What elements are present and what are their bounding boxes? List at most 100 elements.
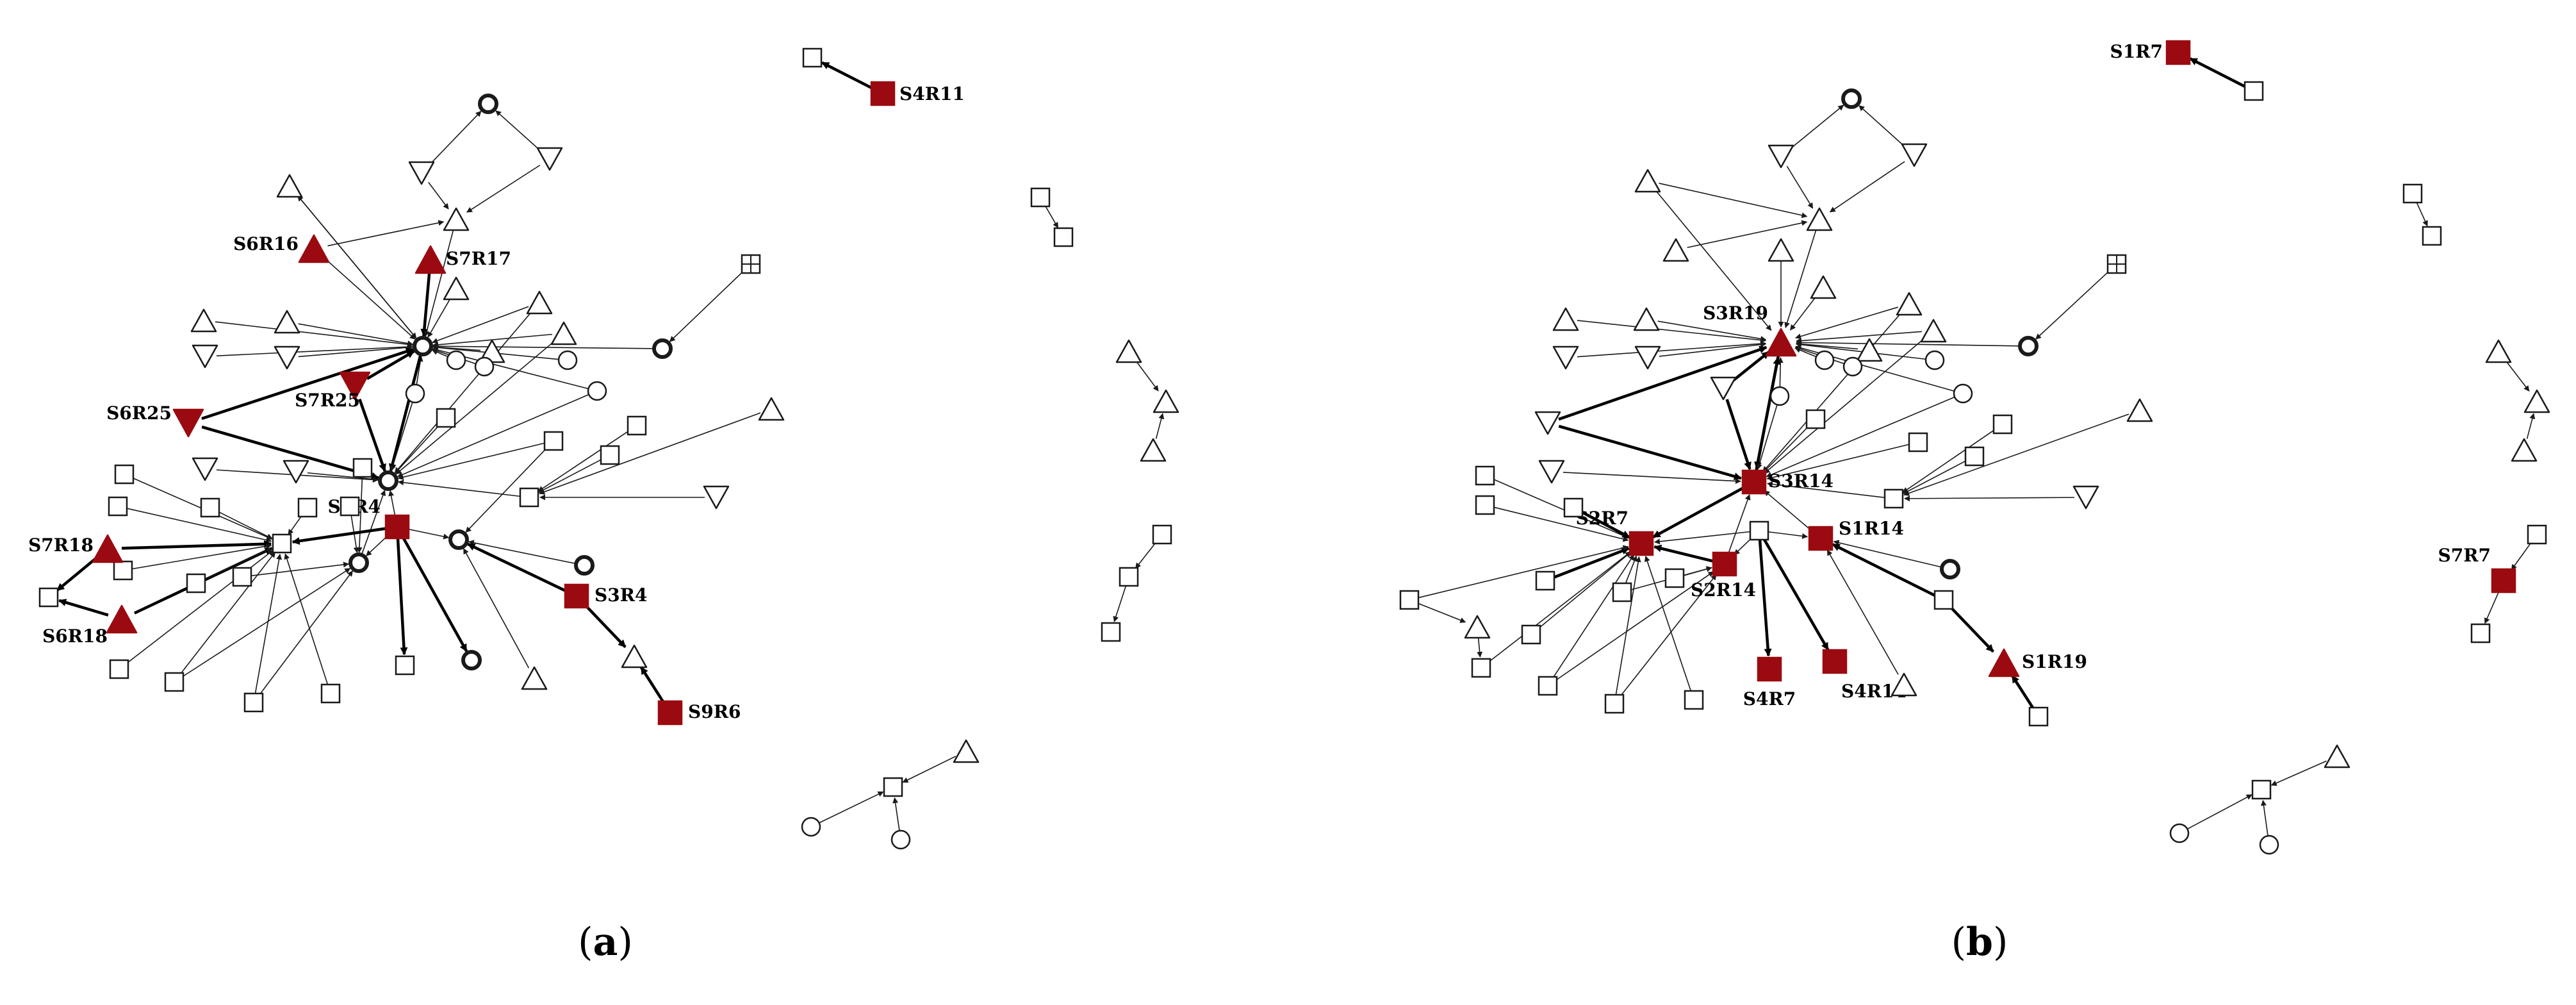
edge-b-sq-b4-to-b-S2R7 <box>1625 555 1637 584</box>
edge-b-sq-b2-to-b-S2R14 <box>1620 574 1717 697</box>
node-a-v-tl <box>408 161 435 185</box>
edge-a-v2-to-a-hub <box>298 344 413 358</box>
node-b-sq-m1 <box>1805 409 1826 429</box>
edge-b-i2a-to-b-i2b <box>2505 360 2530 392</box>
node-a-S7R17 <box>414 245 447 274</box>
node-a-v1 <box>192 344 218 369</box>
edge-a-red-sq-to-a-cb-b <box>402 536 468 652</box>
edge-a-red-sq-to-a-S1R4 <box>388 490 396 515</box>
edge-a-sq-b4-to-a-cb-m <box>356 477 363 553</box>
node-a-t2 <box>274 310 300 334</box>
panel-a-nodes: S4R11S6R16S7R17S6R25S7R25S1R4S7R18S6R18S… <box>28 47 1179 850</box>
edge-b-t-b1-to-b-S1R14 <box>1826 549 1899 675</box>
node-b-i3c <box>2470 623 2491 644</box>
edge-a-S6R25-to-a-S1R4 <box>201 425 379 480</box>
node-a-S6R18 <box>106 604 138 634</box>
edge-a-S6R16-to-a-hub <box>324 258 416 340</box>
node-a-t-b1 <box>521 666 548 690</box>
node-a-c4 <box>587 381 607 401</box>
edge-b-t1-to-b-S3R19 <box>1577 320 1767 344</box>
node-a-i4d <box>890 829 911 850</box>
edge-a-i3a-to-a-i3b <box>1135 542 1157 569</box>
node-a-v4 <box>283 460 309 484</box>
edge-b-i1a-to-b-i1b <box>2416 202 2428 227</box>
node-a-sq-b5 <box>232 567 252 587</box>
edge-a-red-sq-to-a-cb-mr <box>409 529 450 540</box>
node-b-S7R7 <box>2491 568 2516 594</box>
node-a-i3a <box>1152 524 1172 545</box>
node-label-s7r17: S7R17 <box>446 248 511 269</box>
edge-b-sq-l5-to-b-S2R7 <box>1418 545 1629 599</box>
edge-b-S3R14-to-b-S2R7 <box>1652 486 1744 538</box>
node-a-S6R25 <box>172 408 204 438</box>
node-a-v3 <box>192 457 218 481</box>
node-b-S4R14 <box>1822 649 1848 674</box>
edge-a-sq-b2-to-a-cb-m <box>259 570 354 695</box>
edge-a-S9R6-to-a-t-b2 <box>639 666 665 704</box>
node-b-cb-mr <box>1940 559 1960 579</box>
node-b-i4b <box>2324 744 2350 768</box>
node-a-v-tr <box>536 147 563 171</box>
edge-b-sq-l6-to-b-S2R7 <box>1488 551 1632 663</box>
node-b-grid <box>2106 254 2127 274</box>
node-label-s3r14: S3R14 <box>1768 470 1834 492</box>
node-label-s1r19: S1R19 <box>2022 651 2087 672</box>
node-label-s9r6: S9R6 <box>688 701 741 722</box>
node-b-c3 <box>1924 350 1945 370</box>
node-a-c1 <box>446 350 466 370</box>
node-label-s2r14: S2R14 <box>1691 579 1756 601</box>
node-b-sq-c1 <box>1749 520 1769 541</box>
node-b-t-tl2 <box>1662 238 1689 262</box>
node-b-hub-top <box>1841 88 1862 109</box>
node-b-sq-b7 <box>2028 706 2049 727</box>
node-a-sq-r2 <box>600 445 620 465</box>
node-b-S1R14 <box>1808 526 1834 551</box>
node-b-sq-l3 <box>1563 497 1584 518</box>
node-a-cb-b <box>461 650 482 670</box>
edge-a-t5-to-a-hub <box>432 333 553 348</box>
node-a-sq-l4 <box>113 560 133 581</box>
node-a-t1 <box>190 308 217 333</box>
edge-a-sq-l3-to-a-sq-lhub <box>218 511 273 540</box>
edge-a-c4-to-a-S1R4 <box>397 394 589 478</box>
node-b-S2R7 <box>1628 531 1654 556</box>
node-b-c1 <box>1814 350 1835 370</box>
node-a-sq-m2 <box>543 431 564 451</box>
edge-a-sq-l5-to-a-sq-lhub <box>288 515 302 535</box>
edge-b-S2R14-to-b-S2R7 <box>1653 544 1714 563</box>
node-b-sq-b6 <box>1933 590 1954 610</box>
node-a-sq-lhub <box>272 533 292 554</box>
node-label-s7r18: S7R18 <box>28 535 94 556</box>
edge-b-t4-to-b-S3R19 <box>1795 306 1898 340</box>
node-b-v-tr <box>1901 143 1928 167</box>
edge-a-S3R4-to-a-t-b2 <box>584 604 627 649</box>
node-b-t-b1 <box>1891 672 1917 697</box>
edge-b-t5-to-b-S3R14 <box>1764 337 1925 474</box>
edge-a-hub-to-a-S1R4 <box>388 354 422 472</box>
node-a-sq-b7 <box>395 655 415 676</box>
node-a-S7R25 <box>339 371 371 401</box>
node-b-t5 <box>1920 319 1947 343</box>
edge-a-cb-r-to-a-hub <box>432 343 654 349</box>
node-b-sq-b5 <box>1664 568 1685 588</box>
edge-a-S6R18-to-a-sq-l6 <box>58 599 109 617</box>
edge-a-v-tl-to-a-t-mid <box>428 181 449 210</box>
edge-a-S6R25-to-a-hub <box>201 347 414 420</box>
edge-b-sq-c1-to-b-S4R7 <box>1758 540 1772 657</box>
edge-b-t5-to-b-S3R19 <box>1796 331 1923 344</box>
edge-b-i4d-to-b-i4a <box>2261 799 2268 836</box>
node-b-v-l1 <box>1534 411 1561 435</box>
node-a-cb-m <box>349 552 369 573</box>
edge-b-sq-r2-to-b-sq-m3 <box>1903 460 1967 494</box>
edge-a-v-tl-to-a-hub-top <box>429 110 482 165</box>
edge-a-sq-l2-to-a-sq-lhub <box>127 508 272 543</box>
edge-b-sq-b1-to-b-S2R14 <box>1555 571 1714 681</box>
edge-b-sq-b3-to-b-S2R7 <box>1645 556 1691 692</box>
edge-b-sq-l8-to-b-S2R7 <box>1538 551 1632 629</box>
node-b-sq-r2 <box>1964 446 1985 467</box>
node-label-s4r7: S4R7 <box>1743 688 1796 710</box>
edge-a-sq-b1-to-a-sq-lhub <box>179 551 276 675</box>
node-a-i4b <box>953 739 980 763</box>
edge-a-t-tl-to-a-hub <box>296 194 417 339</box>
